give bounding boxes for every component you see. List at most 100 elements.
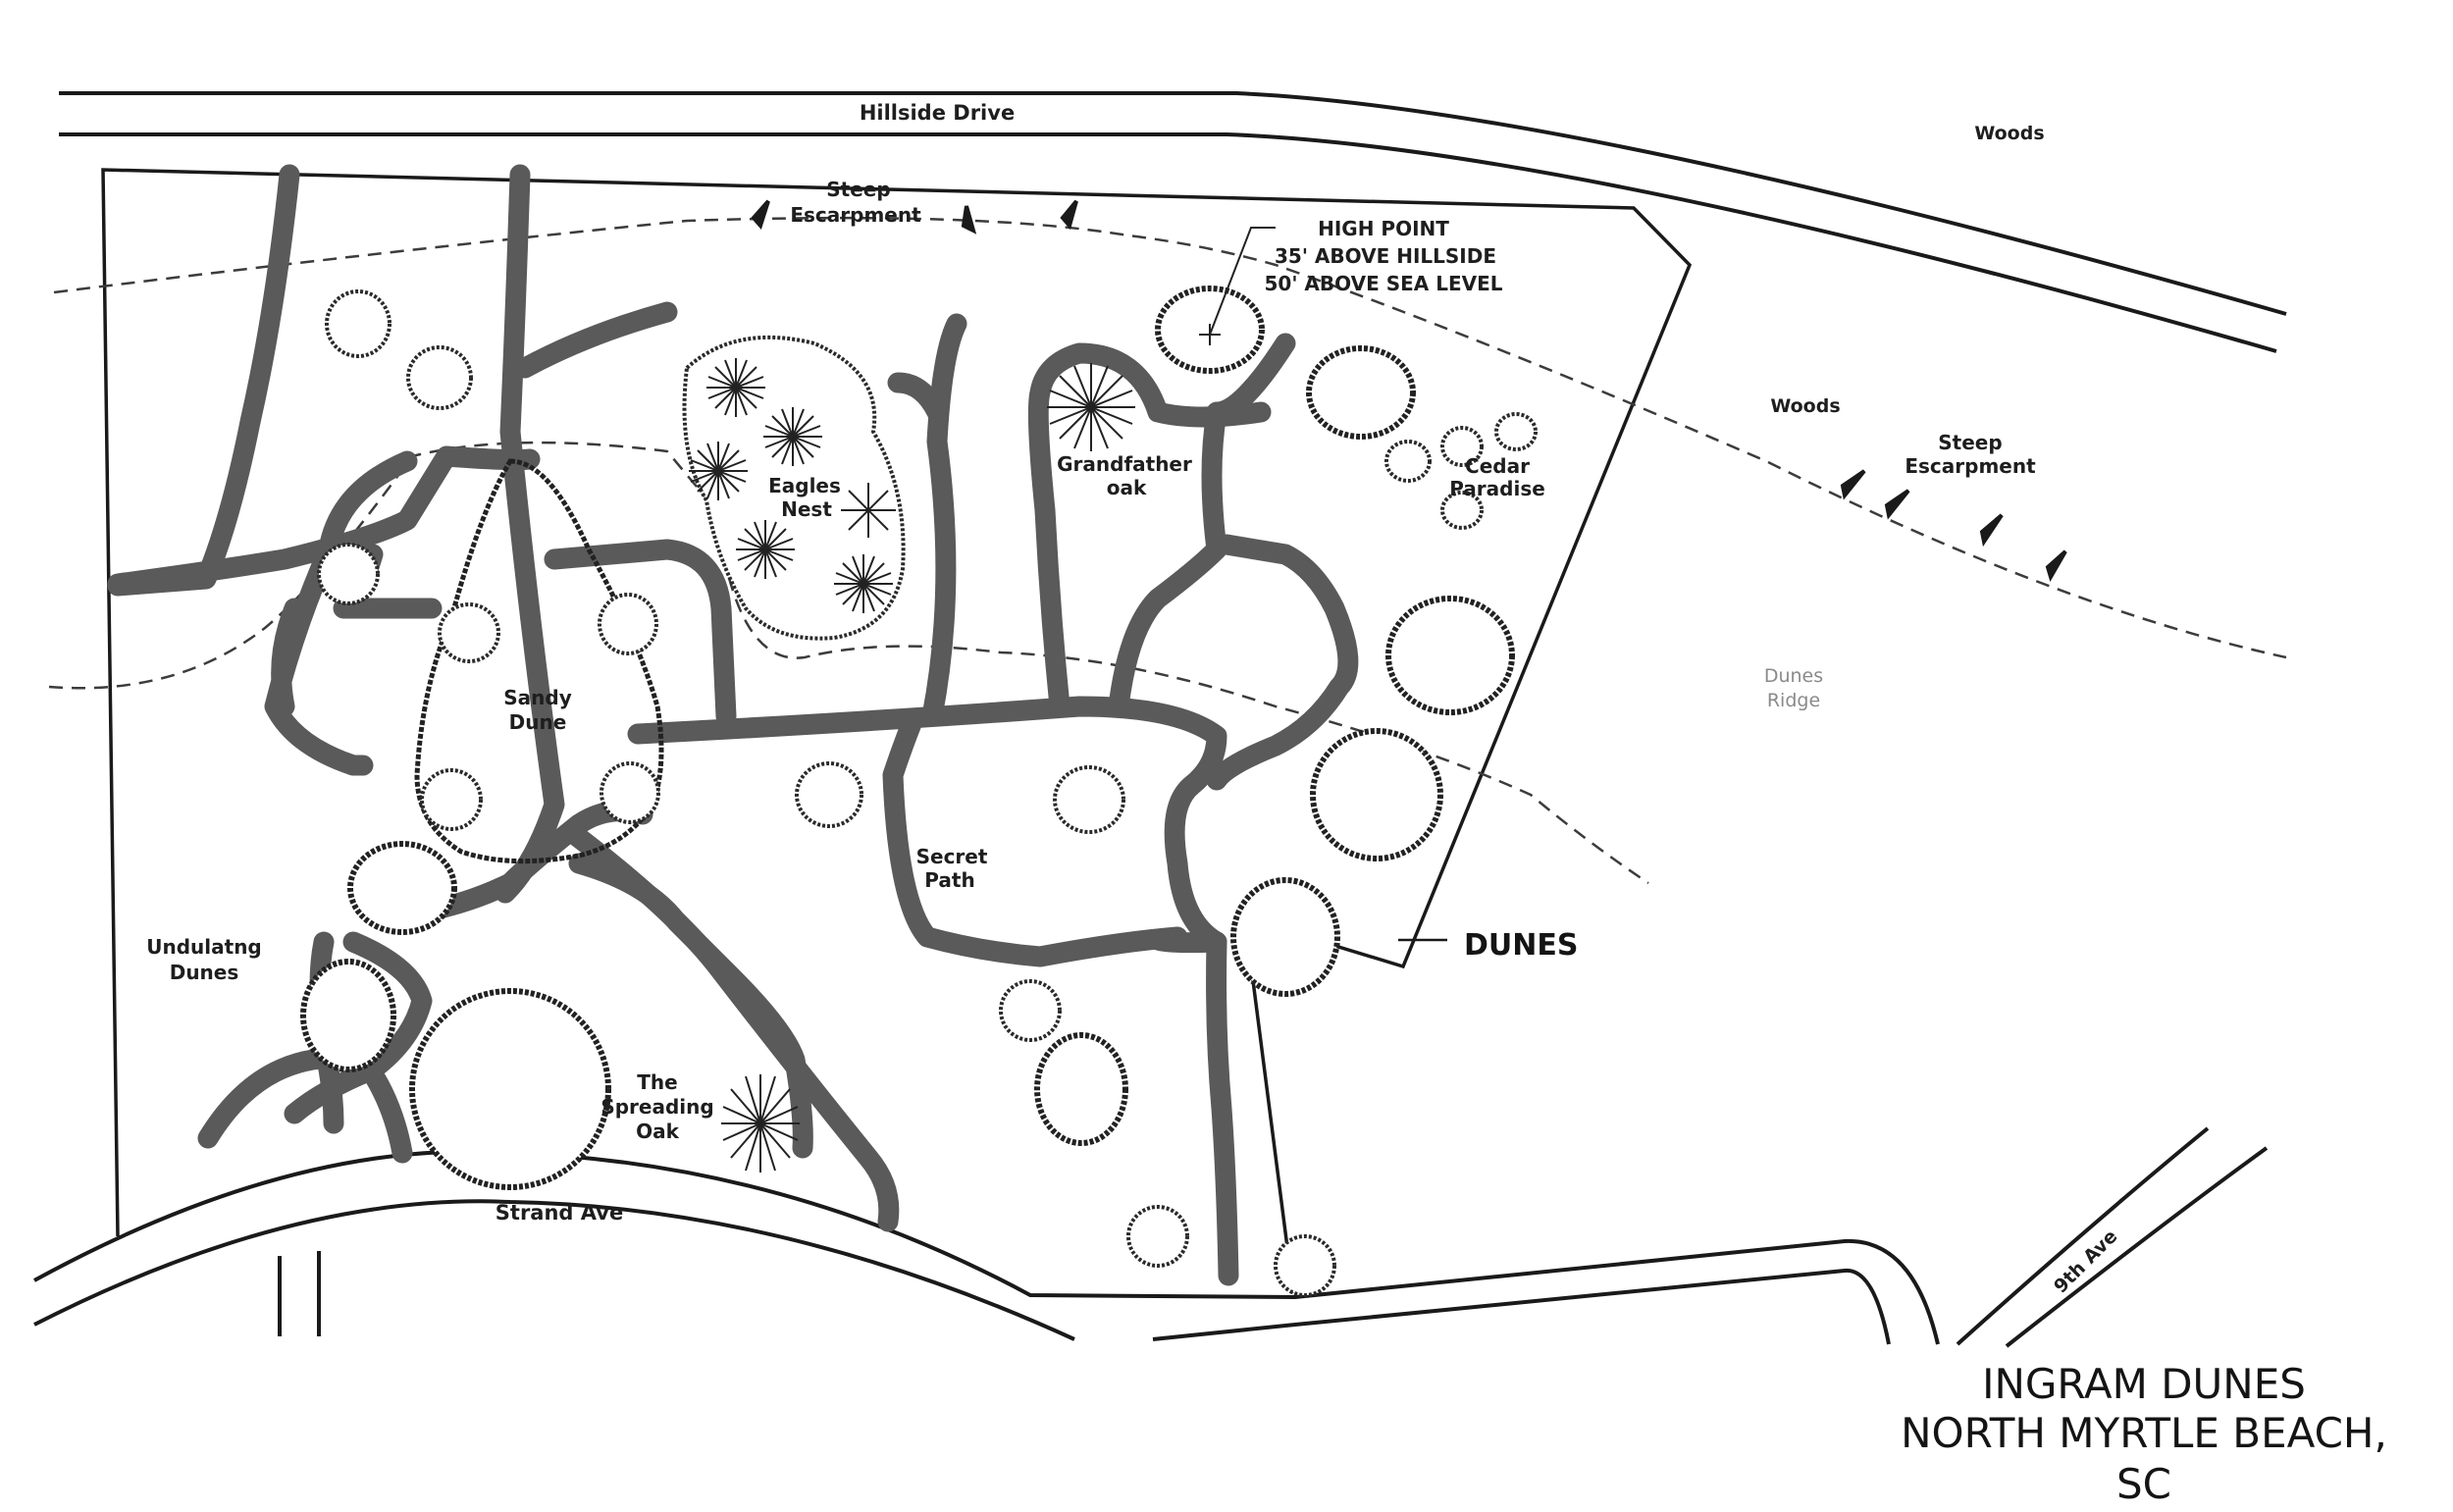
escarpment-contour-top (53, 216, 2287, 659)
tree-icon (409, 988, 611, 1190)
pine-tree-icon (763, 407, 822, 466)
tree-icon (999, 979, 1062, 1042)
high-point-marker-icon (1199, 227, 1276, 345)
trail-segment (921, 313, 967, 727)
tree-icon (1306, 345, 1416, 440)
trail-segment (514, 301, 678, 379)
tree-icon (1274, 1234, 1336, 1297)
trail-segment (107, 164, 300, 597)
high-point-label: 50' ABOVE SEA LEVEL (1264, 272, 1502, 295)
pine-tree-icon (689, 442, 748, 500)
escarpment-arrows (751, 199, 2067, 583)
woods-label: Woods (1974, 123, 2044, 144)
pine-tree-icon (706, 358, 765, 417)
pine-tree-icon (834, 554, 893, 613)
cedar-shrub-icon (1384, 440, 1432, 483)
tree-icon (600, 761, 660, 824)
trail-segment (568, 853, 813, 1159)
trail-segment (1147, 929, 1227, 954)
escarpment-arrow-icon (751, 199, 770, 230)
map-labels: Hillside Drive Woods Steep Escarpment HI… (146, 101, 2121, 1297)
tree-icon (1126, 1205, 1189, 1268)
steep-escarpment-label: Escarpment (1905, 454, 2036, 478)
trail-segment (887, 372, 948, 423)
map-title-line: NORTH MYRTLE BEACH, (1901, 1409, 2387, 1457)
escarpment-arrow-icon (1884, 489, 1910, 520)
trail-segment (495, 164, 565, 904)
tree-icon (1230, 877, 1340, 997)
pine-trees (689, 358, 1135, 1173)
steep-escarpment-label: Escarpment (790, 203, 921, 227)
undulating-dunes-label: Dunes (170, 961, 239, 984)
cedar-shrub-icon (1494, 412, 1538, 451)
trail-segment (544, 539, 737, 727)
escarpment-arrow-icon (1060, 199, 1078, 231)
hillside-drive-bottom-edge (59, 132, 2277, 353)
grandfather-oak-label: oak (1107, 476, 1147, 499)
steep-escarpment-label: Steep (826, 178, 890, 201)
map-title-line: SC (2116, 1460, 2171, 1508)
strand-ave-top-edge (33, 1149, 1940, 1345)
cedar-paradise-label: Cedar (1465, 454, 1530, 478)
tree-icon (317, 543, 380, 605)
map-title-line: INGRAM DUNES (1982, 1360, 2306, 1408)
spreading-oak-label: Oak (636, 1120, 679, 1143)
high-point-label: 35' ABOVE HILLSIDE (1275, 244, 1496, 268)
sandy-dune-label: Sandy (503, 686, 572, 709)
dunes-label: DUNES (1464, 928, 1578, 963)
sandy-dune-label: Dune (509, 710, 567, 734)
tree-icon (300, 959, 396, 1072)
trail-segment (1108, 333, 1296, 717)
tree-icon (1034, 1032, 1128, 1146)
tree-icon (1310, 728, 1443, 861)
spreading-oak-label: The (637, 1070, 677, 1094)
dunes-ridge-label: Dunes (1764, 665, 1823, 687)
hillside-drive-top-edge (59, 91, 2287, 316)
trees (300, 286, 1538, 1297)
tree-icon (1053, 765, 1125, 834)
grandfather-oak-label: Grandfather (1057, 452, 1192, 476)
pine-tree-icon (736, 520, 795, 579)
ninth-ave-right-edge (2005, 1146, 2269, 1348)
secret-path-label: Path (924, 868, 974, 892)
cedar-shrub-icon (1440, 491, 1484, 530)
trail-segment (1206, 534, 1359, 791)
spreading-oak-label: Spreading (600, 1095, 713, 1119)
eagles-nest-outline (682, 335, 906, 641)
cedar-paradise-label: Paradise (1449, 477, 1545, 500)
tree-icon (420, 768, 483, 831)
escarpment-arrow-icon (2045, 549, 2067, 583)
eagles-nest-label: Eagles (768, 474, 841, 497)
trail-segment (627, 696, 1227, 953)
dunes-ridge-label: Ridge (1767, 690, 1820, 711)
roads (33, 91, 2287, 1348)
strand-ave-bottom-edge-east (1152, 1268, 1891, 1345)
pine-tree-icon (841, 483, 896, 538)
escarpment-arrow-icon (1840, 469, 1866, 500)
hillside-drive-label: Hillside Drive (860, 101, 1015, 125)
tree-icon (438, 602, 500, 663)
strand-ave-label: Strand Ave (496, 1201, 623, 1225)
oak-tree-icon (1047, 363, 1135, 451)
ninth-ave-left-edge (1956, 1126, 2210, 1346)
trail-segment (271, 598, 305, 717)
escarpment-arrow-icon (961, 205, 977, 235)
secret-path-label: Secret (916, 845, 988, 868)
escarpment-arrow-icon (1979, 513, 2004, 547)
tree-icon (406, 345, 473, 410)
tree-icon (1385, 596, 1515, 715)
eagles-nest-label: Nest (781, 497, 832, 521)
trail-segment (882, 710, 1188, 967)
trail-segment (1206, 931, 1239, 1286)
oak-tree-icon (721, 1074, 800, 1173)
undulating-dunes-label: Undulatng (146, 935, 262, 959)
tree-icon (598, 593, 658, 655)
high-point-label: HIGH POINT (1318, 217, 1449, 240)
trail-segment (1027, 342, 1272, 717)
tree-icon (347, 841, 457, 935)
strand-ave-bottom-edge (33, 1199, 1075, 1341)
woods-label: Woods (1770, 395, 1840, 417)
cedar-shrub-icon (1440, 426, 1484, 467)
steep-escarpment-label: Steep (1938, 431, 2002, 454)
